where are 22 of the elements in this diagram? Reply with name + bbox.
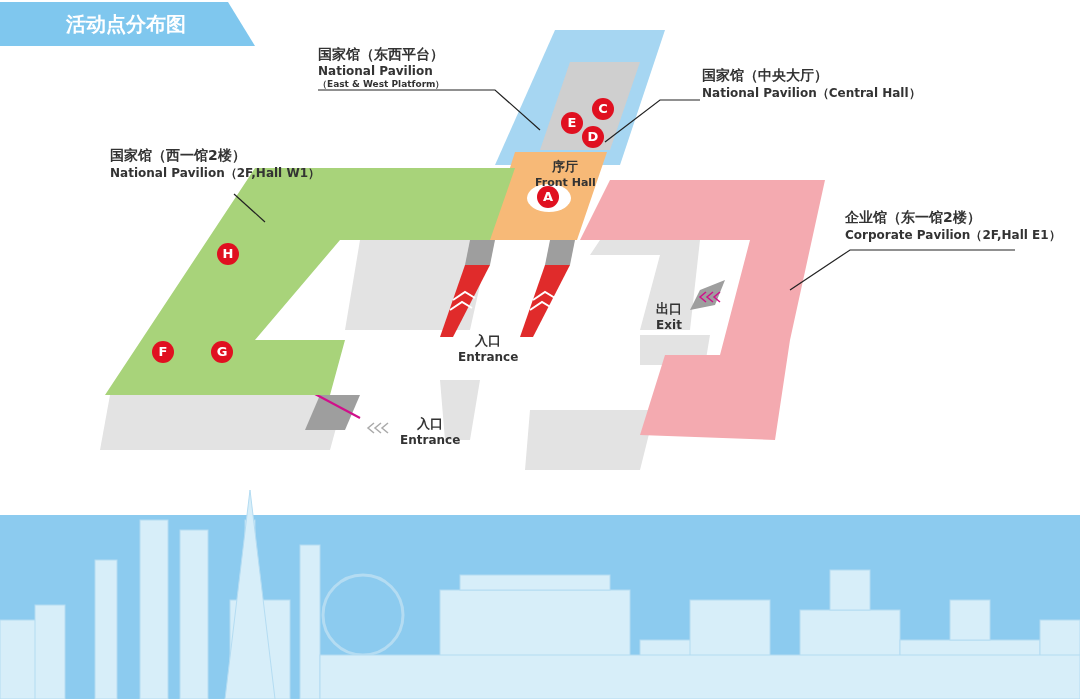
label-text: Exit bbox=[656, 318, 682, 332]
leader-line bbox=[233, 193, 266, 223]
leader-line bbox=[789, 249, 1016, 291]
label-text: 入口 bbox=[416, 415, 445, 433]
label-text: National Pavilion bbox=[318, 64, 434, 78]
label-text: National Pavilion（Central Hall） bbox=[702, 85, 921, 102]
leader-line bbox=[317, 89, 541, 131]
label-text: 国家馆（中央大厅） bbox=[702, 67, 829, 85]
label-text: 入口 bbox=[474, 332, 503, 350]
label-text: Entrance bbox=[458, 350, 519, 364]
label-text: 企业馆（东一馆2楼） bbox=[845, 209, 982, 227]
title-banner: 活动点分布图 bbox=[0, 2, 255, 46]
label-text: 序厅 bbox=[551, 158, 580, 176]
label-text: Entrance bbox=[400, 433, 461, 447]
label-text: 出口 bbox=[656, 300, 682, 318]
label-text: Corporate Pavilion（2F,Hall E1） bbox=[845, 227, 1061, 244]
label-text: Front Hall bbox=[535, 176, 596, 189]
label-text: 国家馆（东西平台） bbox=[318, 46, 445, 64]
leader-line bbox=[604, 99, 701, 143]
label-text: 国家馆（西一馆2楼） bbox=[110, 147, 247, 165]
label-text: （East & West Platform） bbox=[318, 78, 445, 91]
pavilion-area bbox=[540, 62, 640, 150]
